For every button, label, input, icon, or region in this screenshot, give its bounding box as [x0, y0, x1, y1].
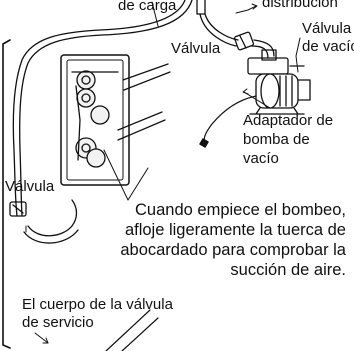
charge-label-arrow — [151, 1, 159, 27]
right-valve-fitting — [234, 31, 254, 51]
gauge-manifold — [60, 54, 130, 186]
pumping-instruction: Cuando empiece el bombeo, afloje ligeram… — [84, 200, 346, 281]
service-body-label-2: de servicio — [22, 314, 94, 331]
service-body-line-1 — [105, 309, 151, 351]
distribution-stub — [196, 0, 206, 15]
vacuum-valve-label-2: de vacío — [302, 38, 354, 55]
pumping-instruction-line-3: abocardado para comprobar la — [120, 241, 346, 260]
pumping-instruction-line-4: succión de aire. — [230, 261, 346, 280]
adapter-label-1: Adaptador de — [243, 112, 334, 129]
left-panel-border — [2, 39, 11, 349]
service-pipes — [117, 63, 171, 141]
service-body-line-2 — [121, 317, 159, 351]
note-pointer-2 — [103, 149, 129, 201]
charge-hose-label: de carga — [118, 0, 177, 14]
vacuum-valve-label-1: Válvula — [302, 20, 352, 37]
adapter-label-2: bomba de — [243, 131, 310, 148]
service-body-label-1: El cuerpo de la válvula — [22, 296, 173, 313]
pumping-instruction-line-2: afloje ligeramente la tuerca de — [124, 221, 346, 240]
adapter-pointer — [243, 91, 271, 109]
distribution-arrow — [235, 5, 257, 14]
note-pointer-1 — [127, 167, 149, 201]
service-body-arrow — [34, 332, 49, 344]
distribution-label: distribución — [262, 0, 338, 11]
valve-left-label: Válvula — [5, 178, 55, 195]
vacuum-pump — [249, 73, 311, 115]
valve-top-label: Válvula — [171, 40, 221, 57]
pumping-instruction-line-1: Cuando empiece el bombeo, — [135, 201, 346, 219]
vacuum-valve-body — [247, 37, 305, 75]
charge-hose — [12, 0, 193, 217]
power-cord — [203, 95, 257, 143]
adapter-label-3: vacío — [243, 150, 279, 167]
left-valve-fitting — [9, 199, 79, 244]
